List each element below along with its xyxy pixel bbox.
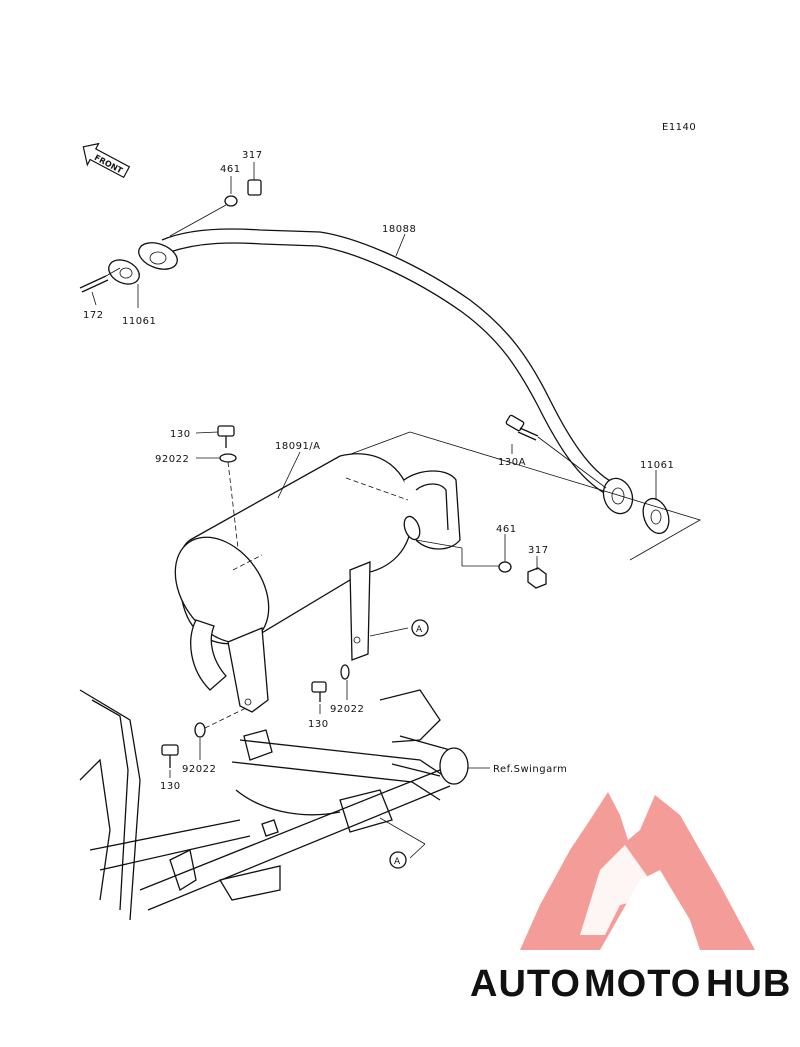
washer-92022-mid <box>340 664 350 680</box>
label-92022-mid: 92022 <box>330 704 364 715</box>
ref-a-upper-label: A <box>416 625 423 635</box>
nut-317-mid <box>527 567 547 589</box>
nut-317-top <box>247 179 262 196</box>
stud-172 <box>79 267 121 293</box>
diagram-code: E1140 <box>662 122 696 133</box>
label-461-top: 461 <box>220 164 241 175</box>
gasket-right <box>642 497 670 535</box>
washer-461-top <box>224 195 238 207</box>
label-ref-swingarm: Ref.Swingarm <box>493 764 567 775</box>
label-317-mid: 317 <box>528 545 549 556</box>
watermark-logo: AUTO MOTO HUB <box>470 792 791 1005</box>
pipe-flange-left <box>138 242 178 270</box>
label-18088: 18088 <box>382 224 416 235</box>
exhaust-pipe <box>161 228 613 495</box>
label-92022-low: 92022 <box>182 764 216 775</box>
label-130-top: 130 <box>170 429 191 440</box>
front-arrow-icon: FRONT <box>82 142 131 179</box>
label-461-mid: 461 <box>496 524 517 535</box>
washer-92022-low <box>194 722 206 738</box>
ref-a-upper: A <box>411 619 429 637</box>
label-11061-right: 11061 <box>640 460 674 471</box>
bolt-130-top <box>217 425 235 448</box>
label-92022-top: 92022 <box>155 454 189 465</box>
watermark-text-auto: AUTO <box>470 963 581 1005</box>
bolt-130-mid <box>311 681 327 702</box>
washer-461-mid <box>498 561 512 573</box>
label-130-low: 130 <box>160 781 181 792</box>
label-130a: 130A <box>498 457 526 468</box>
ref-a-lower-label: A <box>394 857 401 867</box>
watermark-text-hub: HUB <box>706 963 791 1005</box>
ref-a-lower: A <box>389 851 407 869</box>
label-18091a: 18091/A <box>275 441 321 452</box>
gasket-left <box>108 259 140 285</box>
label-317-top: 317 <box>242 150 263 161</box>
frame <box>79 689 469 921</box>
muffler <box>174 453 461 713</box>
label-130-mid: 130 <box>308 719 329 730</box>
washer-92022-top <box>219 453 237 463</box>
watermark-text-moto: MOTO <box>584 963 701 1005</box>
bolt-130a <box>505 414 539 441</box>
label-172: 172 <box>83 310 104 321</box>
pipe-flange-right <box>602 477 634 515</box>
bolt-130-low <box>161 744 179 768</box>
label-11061-left: 11061 <box>122 316 156 327</box>
